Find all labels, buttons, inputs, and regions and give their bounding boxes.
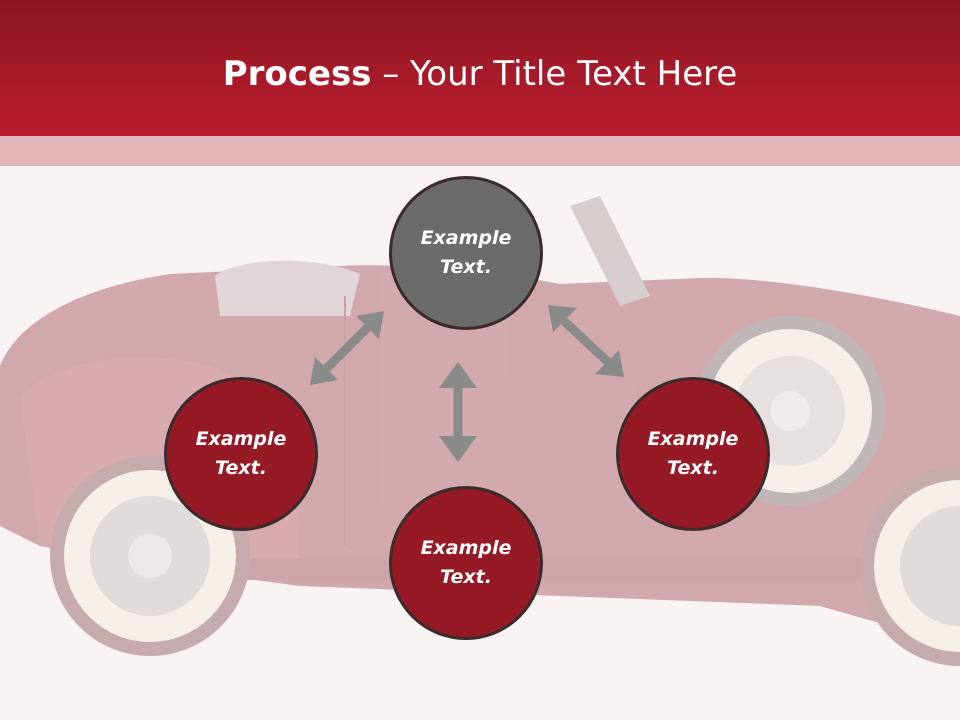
car-folded-top: [215, 260, 360, 316]
arrowhead: [310, 357, 338, 385]
arrowhead: [356, 311, 384, 339]
car-rear-wheel: [860, 466, 960, 666]
arrowhead: [595, 350, 624, 377]
arrowhead: [439, 362, 477, 388]
process-node-top: Example Text.: [389, 176, 543, 330]
slide-title-rest: – Your Title Text Here: [371, 54, 738, 94]
arrow-top-right-connector: [560, 317, 612, 366]
arrowhead: [548, 305, 577, 332]
process-node-bottom: Example Text.: [389, 486, 543, 640]
arrowhead: [439, 436, 477, 462]
title-bar: [0, 0, 960, 136]
slide-title-bold: Process: [222, 54, 372, 94]
slide-title: Process – Your Title Text Here: [0, 52, 960, 96]
car-windshield: [570, 196, 650, 306]
process-node-left: Example Text.: [164, 377, 318, 531]
process-node-right: Example Text.: [616, 377, 770, 531]
arrow-top-left-connector: [322, 323, 372, 373]
title-bar-accent-band: [0, 136, 960, 166]
